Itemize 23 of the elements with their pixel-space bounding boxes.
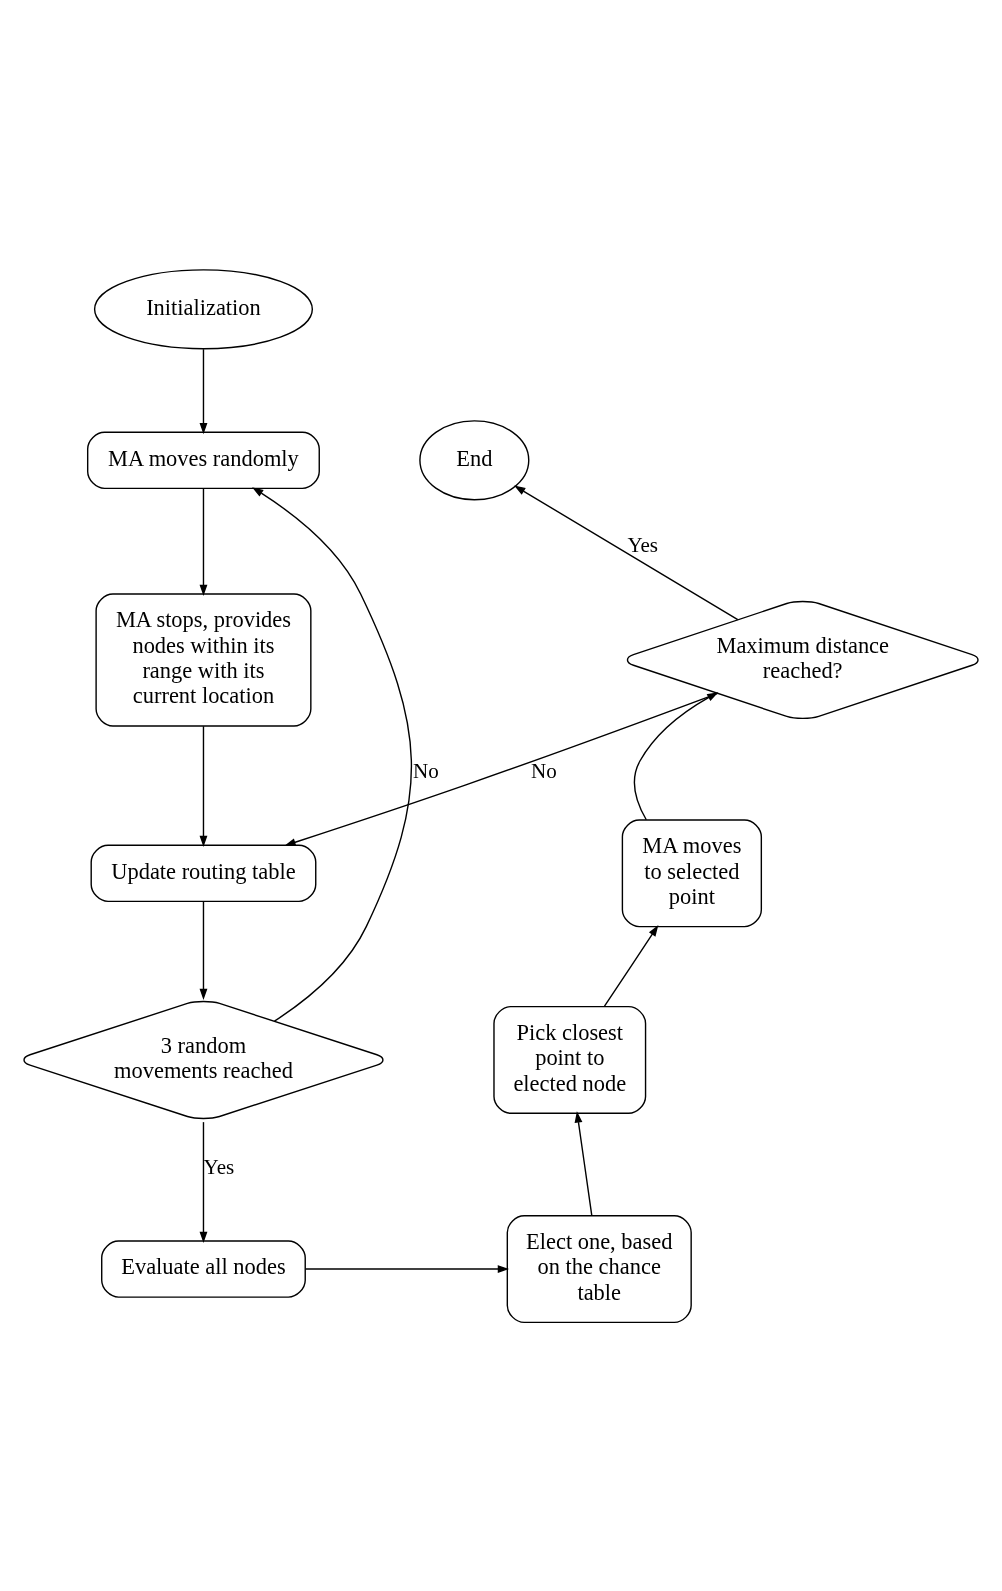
arrow — [514, 485, 739, 620]
edge-label: Yes — [203, 1154, 235, 1179]
arrow — [199, 487, 208, 596]
edge-label: No — [413, 758, 439, 783]
node-box: MA moves randomly — [87, 431, 320, 489]
node-box: Pick closest point to elected node — [493, 1005, 647, 1114]
arrow — [199, 725, 208, 847]
edge-label: Yes — [627, 532, 659, 557]
node-box: Elect one, based on the chance table — [506, 1214, 692, 1323]
node-box: MA moves to selected point — [621, 818, 763, 927]
arrow — [199, 900, 208, 1000]
node-ellipse: Initialization — [93, 268, 313, 349]
edge-label: No — [530, 758, 557, 783]
node-box: MA stops, provides nodes within its range with its current location — [95, 592, 312, 727]
node-box: Update routing table — [90, 844, 317, 902]
arrow — [603, 924, 659, 1007]
arrow — [252, 486, 413, 1022]
arrow — [304, 1264, 509, 1273]
node-ellipse: End — [419, 419, 530, 500]
arrow — [199, 348, 208, 434]
arrow — [574, 1110, 593, 1216]
arrow — [199, 1120, 208, 1243]
node-box: Evaluate all nodes — [101, 1239, 306, 1298]
